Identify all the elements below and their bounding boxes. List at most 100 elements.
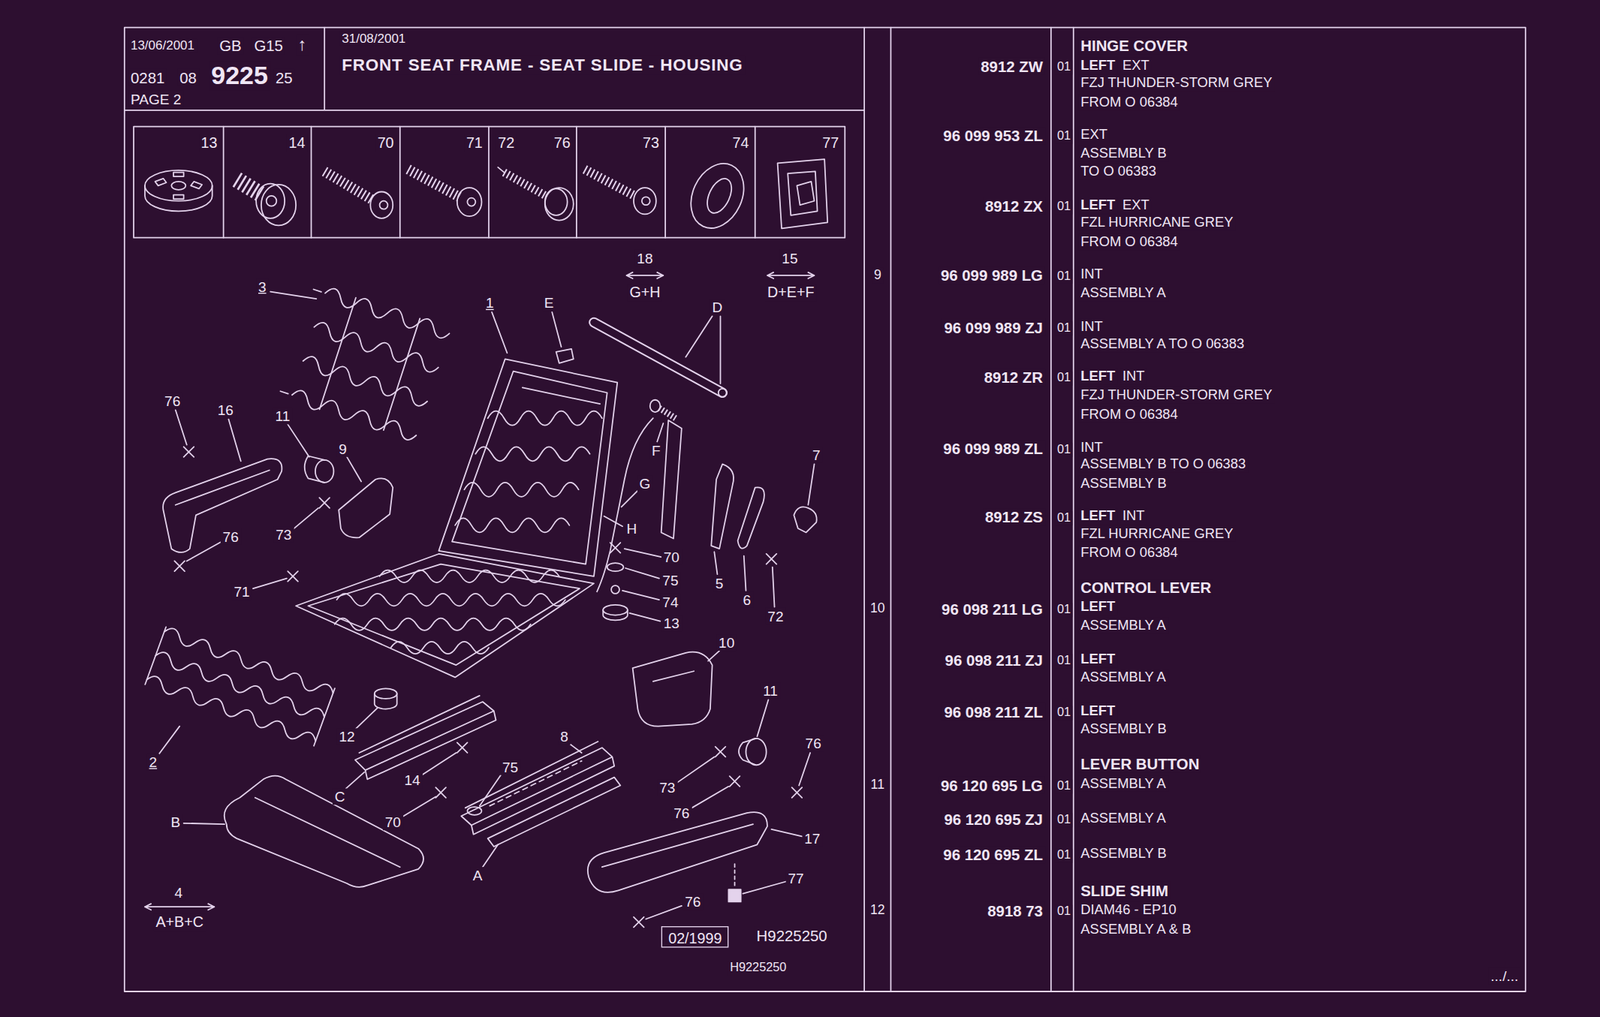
fastener-markers-stroke	[174, 446, 802, 928]
callout-number: 14	[402, 772, 423, 790]
callout-number: 72	[496, 134, 517, 152]
callout-number: 76	[220, 528, 242, 546]
quantity: 01	[1054, 602, 1073, 618]
callout-number: B	[168, 813, 183, 831]
hardware-icons-stroke	[545, 188, 568, 215]
callout-number: 6	[741, 591, 754, 609]
item-index: 10	[867, 601, 887, 617]
seat-slides	[355, 688, 621, 847]
callout-number: A	[470, 867, 485, 884]
assembly-number: 3	[256, 278, 269, 296]
callout-number: 70	[661, 548, 682, 566]
recliner-parts-stroke	[650, 400, 661, 413]
part-description: INT	[1120, 368, 1147, 385]
side-label: LEFT	[1078, 368, 1118, 385]
seat-slides-stroke	[467, 807, 482, 816]
callout-number: 73	[640, 134, 661, 152]
side-label: LEFT	[1078, 197, 1118, 214]
part-description: INT	[1078, 266, 1106, 283]
quantity: 01	[1054, 849, 1073, 864]
item-index: 11	[868, 777, 887, 793]
callout-number: 71	[232, 583, 253, 600]
part-icon-cell: 77	[755, 126, 846, 239]
hardware-icons-stroke	[702, 174, 736, 217]
page-frame-stroke	[124, 27, 1526, 992]
part-heading: SLIDE SHIM	[1078, 882, 1171, 900]
side-label: LEFT	[1078, 57, 1118, 73]
spring-mat-upper-stroke	[301, 354, 430, 409]
quantity: 01	[1054, 321, 1073, 336]
callout-number: 5	[713, 575, 726, 592]
levers-and-trims-stroke	[728, 889, 741, 902]
spring-mat-upper-stroke	[289, 388, 419, 443]
levers-and-trims-stroke	[304, 455, 326, 483]
headrest-tube-stroke	[593, 322, 723, 393]
seat-cushion-frame-stroke	[391, 641, 489, 654]
callout-number: C	[332, 788, 347, 805]
part-description: INT	[1078, 439, 1106, 456]
part-number: 96 099 989 ZJ	[942, 319, 1046, 337]
recliner-parts-stroke	[607, 563, 624, 572]
seat-back-frame-stroke	[438, 358, 618, 576]
headrest-tube	[593, 322, 727, 397]
seat-slides-stroke	[374, 688, 398, 700]
levers-and-trims	[162, 455, 768, 902]
leader-lines-stroke	[186, 508, 775, 622]
part-number: 8912 ZR	[982, 368, 1046, 386]
seat-back-frame-stroke	[454, 518, 570, 533]
part-description: FZL HURRICANE GREY	[1078, 214, 1236, 231]
part-description: ASSEMBLY A	[1078, 669, 1169, 686]
quantity: 01	[1054, 200, 1073, 215]
header-text: 02/1999	[665, 929, 724, 947]
seat-cushion-frame-stroke	[334, 618, 531, 631]
drawing-reference: H9225250	[727, 961, 789, 976]
part-description: FZJ THUNDER-STORM GREY	[1078, 75, 1275, 91]
callout-number: 76	[162, 392, 183, 410]
callout-number: 4	[172, 884, 185, 901]
assembly-group: A+B+C	[153, 913, 206, 932]
seat-back-frame-stroke	[451, 371, 608, 565]
callout-number: 13	[661, 614, 682, 632]
header-text: 08	[177, 69, 199, 87]
spring-mat-lower	[144, 626, 336, 748]
seat-cushion-frame	[295, 554, 594, 678]
hardware-icons-stroke	[545, 187, 574, 220]
part-description: ASSEMBLY A TO O 06383	[1078, 335, 1247, 352]
part-description: ASSEMBLY A	[1078, 285, 1169, 302]
assembly-group: D+E+F	[765, 284, 817, 302]
part-icon-cell: 14	[223, 126, 312, 239]
spring-mat-upper-stroke	[322, 286, 452, 341]
seat-cushion-frame-stroke	[379, 570, 560, 583]
seat-cushion-frame-stroke	[307, 564, 580, 666]
side-label: LEFT	[1078, 599, 1118, 615]
assembly-group: G+H	[627, 284, 663, 302]
quantity: 01	[1054, 511, 1073, 526]
part-number: 96 099 989 ZL	[941, 439, 1046, 458]
part-number: 96 098 211 ZL	[942, 703, 1046, 721]
group-brackets-stroke	[144, 903, 214, 910]
part-heading: HINGE COVER	[1078, 36, 1191, 55]
part-description: ASSEMBLY A & B	[1078, 922, 1194, 938]
spring-mat-upper	[277, 282, 452, 443]
quantity: 01	[1054, 442, 1073, 458]
part-description: INT	[1120, 508, 1147, 525]
quantity: 01	[1054, 269, 1073, 284]
recliner-parts-stroke	[602, 605, 628, 616]
part-number: 96 099 989 LG	[938, 266, 1045, 284]
date-stamp-box: 02/1999	[661, 926, 730, 949]
callout-number: F	[649, 442, 663, 460]
callout-number: 11	[760, 682, 780, 700]
hardware-icons-stroke	[457, 187, 483, 217]
hardware-icons-stroke	[633, 187, 657, 214]
callout-number: 72	[765, 608, 787, 625]
callout-number: 76	[682, 893, 703, 910]
assembly-number: 2	[147, 753, 160, 771]
hardware-icons-stroke	[236, 179, 260, 194]
callout-number: 16	[215, 401, 236, 419]
leader-lines-stroke	[183, 772, 803, 920]
levers-and-trims-stroke	[338, 478, 393, 538]
hardware-icons-stroke	[680, 155, 754, 238]
part-icon-cell: 70	[311, 126, 401, 239]
part-description: EXT	[1120, 197, 1152, 214]
